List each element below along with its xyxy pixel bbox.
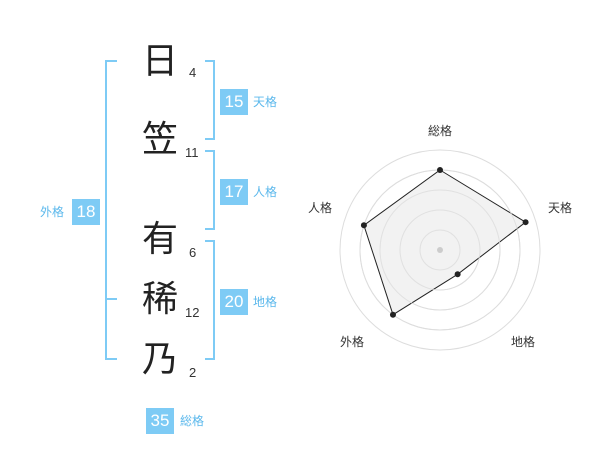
radar-axis-label-0: 総格	[428, 124, 453, 138]
radar-axis-label-2: 地格	[511, 335, 536, 349]
jinkaku-bracket	[205, 150, 215, 230]
stroke-count-3: 6	[189, 245, 197, 260]
name-char-3: 有	[141, 219, 178, 260]
radar-ring-overlay	[399, 209, 481, 291]
radar-point-1	[522, 219, 529, 226]
gaikaku-bracket	[105, 60, 117, 360]
jinkaku-label: 人格	[253, 185, 278, 199]
radar-axis-label-3: 外格	[340, 335, 365, 349]
tenkaku-bracket	[205, 60, 215, 140]
radar-ring-overlay	[419, 229, 461, 271]
stroke-count-2: 11	[185, 145, 199, 160]
radar-axis-label-4: 人格	[308, 201, 333, 215]
name-char-1: 日	[141, 41, 178, 82]
name-char-4: 稀	[141, 279, 178, 320]
radar-point-0	[437, 167, 443, 173]
chikaku-value: 20	[220, 289, 248, 315]
radar-axis-label-1: 天格	[548, 201, 573, 215]
tenkaku-label: 天格	[253, 95, 278, 109]
gaikaku-bracket-mid	[105, 298, 117, 300]
stroke-count-1: 4	[189, 65, 197, 80]
soukaku-label: 総格	[180, 414, 205, 428]
radar-ring-overlay	[379, 189, 501, 311]
radar-center-dot	[437, 247, 443, 253]
radar-point-4	[360, 222, 367, 229]
name-char-2: 笠	[141, 119, 178, 160]
stroke-count-4: 12	[185, 305, 200, 320]
radar-point-2	[454, 271, 461, 278]
chikaku-label: 地格	[253, 295, 278, 309]
name-char-5: 乃	[141, 339, 178, 380]
gaikaku-value: 18	[72, 199, 100, 225]
radar-point-3	[389, 311, 396, 318]
chikaku-bracket	[205, 240, 215, 360]
stroke-count-5: 2	[189, 365, 197, 380]
soukaku-value: 35	[146, 408, 174, 434]
tenkaku-value: 15	[220, 89, 248, 115]
gaikaku-label: 外格	[40, 205, 65, 219]
jinkaku-value: 17	[220, 179, 248, 205]
